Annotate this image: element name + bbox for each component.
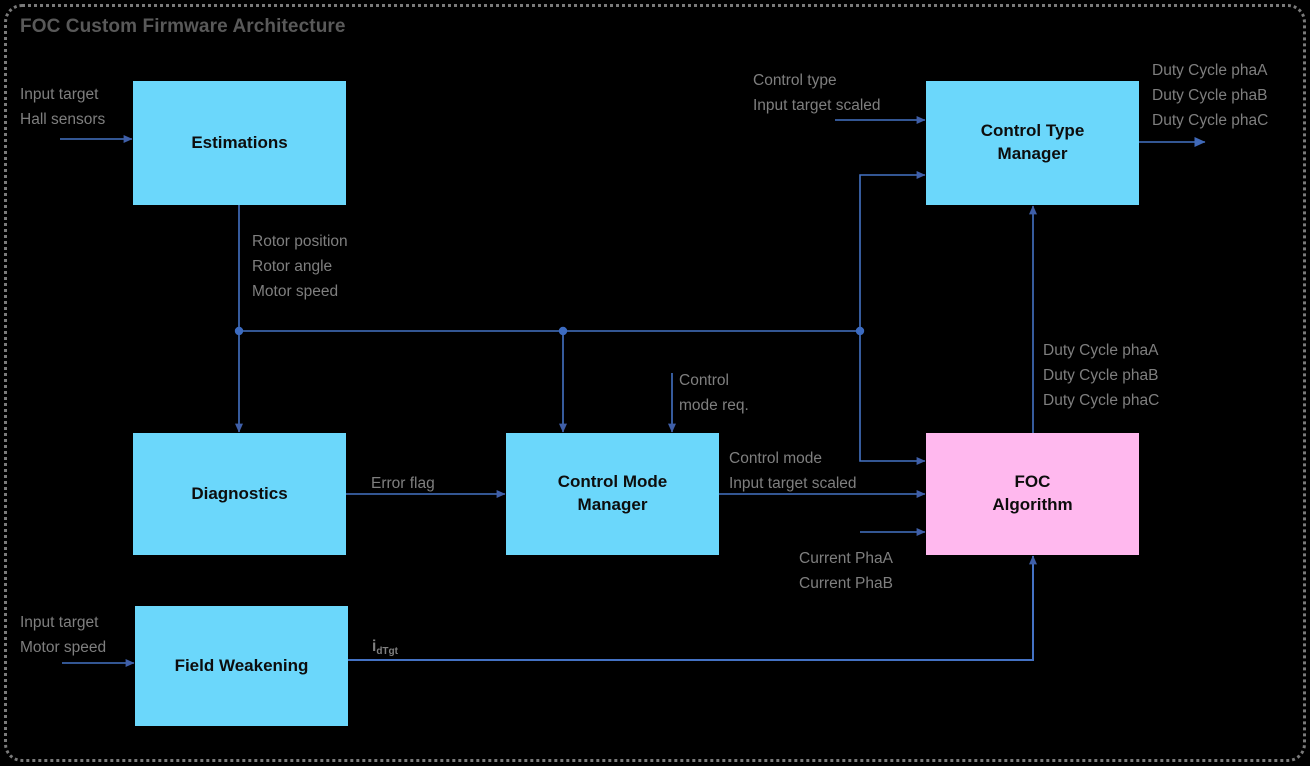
label-id-target: idTgt (372, 634, 398, 659)
label-id-target-base: i (372, 638, 377, 655)
label-control-mode-req: Control mode req. (679, 372, 749, 415)
node-foc-algorithm[interactable]: FOC Algorithm (926, 433, 1139, 555)
page-title: FOC Custom Firmware Architecture (20, 16, 346, 37)
label-id-target-subscript: dTgt (376, 646, 398, 657)
node-diagnostics[interactable]: Diagnostics (133, 433, 346, 555)
junction-dot (234, 326, 244, 336)
node-estimations-label: Estimations (191, 132, 288, 152)
label-control-mode-output: Control mode Input target scaled (729, 450, 857, 493)
label-estimations-inputs: Input target Hall sensors (20, 86, 106, 129)
junction-dot (558, 326, 568, 336)
connector-field-weakening-to-foc (348, 555, 1037, 661)
junction-dot (855, 326, 865, 336)
node-estimations[interactable]: Estimations (133, 81, 346, 205)
node-field-weakening-label: Field Weakening (174, 655, 309, 675)
node-diagnostics-label: Diagnostics (191, 483, 288, 503)
connector-bus-to-control-type-manager (859, 171, 926, 331)
label-current-phases: Current PhaA Current PhaB (799, 550, 893, 593)
node-foc-algorithm-label: FOC Algorithm (992, 472, 1073, 514)
node-control-type-manager[interactable]: Control Type Manager (926, 81, 1139, 205)
label-control-type-inputs: Control type Input target scaled (753, 72, 881, 115)
label-error-flag: Error flag (371, 475, 435, 492)
node-control-mode-manager-label: Control Mode Manager (557, 472, 668, 514)
connector-bus-to-foc-algorithm (859, 331, 926, 465)
label-field-weakening-inputs: Input target Motor speed (20, 614, 107, 657)
label-duty-cycle-feedback: Duty Cycle phaA Duty Cycle phaB Duty Cyc… (1043, 342, 1160, 410)
label-estimations-outputs: Rotor position Rotor angle Motor speed (252, 233, 348, 301)
node-control-type-manager-label: Control Type Manager (980, 121, 1085, 163)
node-field-weakening[interactable]: Field Weakening (135, 606, 348, 726)
label-duty-cycle-outputs: Duty Cycle phaA Duty Cycle phaB Duty Cyc… (1152, 62, 1269, 130)
node-control-mode-manager[interactable]: Control Mode Manager (506, 433, 719, 555)
